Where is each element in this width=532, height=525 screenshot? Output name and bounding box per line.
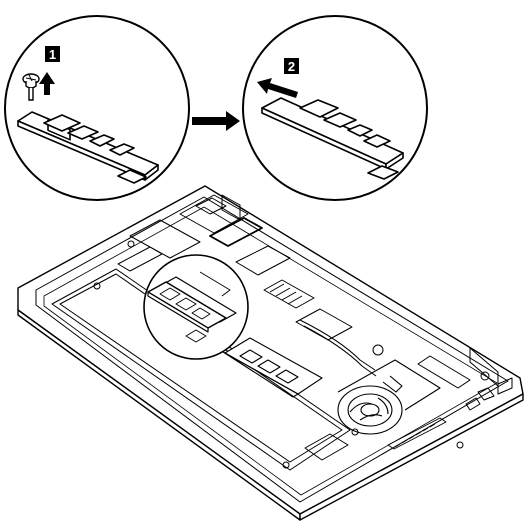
step1-magnifier-circle <box>4 15 190 201</box>
step2-number: 2 <box>288 59 295 74</box>
side-ports <box>372 344 513 411</box>
step1-callout: 1 <box>4 15 190 201</box>
right-arrow-icon <box>192 111 240 131</box>
up-arrow-icon <box>39 72 55 95</box>
cooling-fan <box>337 359 441 435</box>
system-board-top <box>93 194 464 469</box>
step1-number: 1 <box>49 47 56 62</box>
step2-badge: 2 <box>284 58 299 74</box>
battery <box>51 268 351 471</box>
ssd-location-callout <box>143 254 249 360</box>
left-arrow-icon <box>257 78 298 98</box>
step2-callout: 2 <box>242 15 428 201</box>
screw-icon <box>22 73 40 101</box>
step1-ssd-module <box>17 111 159 184</box>
step1-badge: 1 <box>45 46 60 62</box>
laptop-base <box>17 185 524 521</box>
bottom-vent <box>387 417 447 450</box>
step2-ssd-module <box>261 97 404 180</box>
